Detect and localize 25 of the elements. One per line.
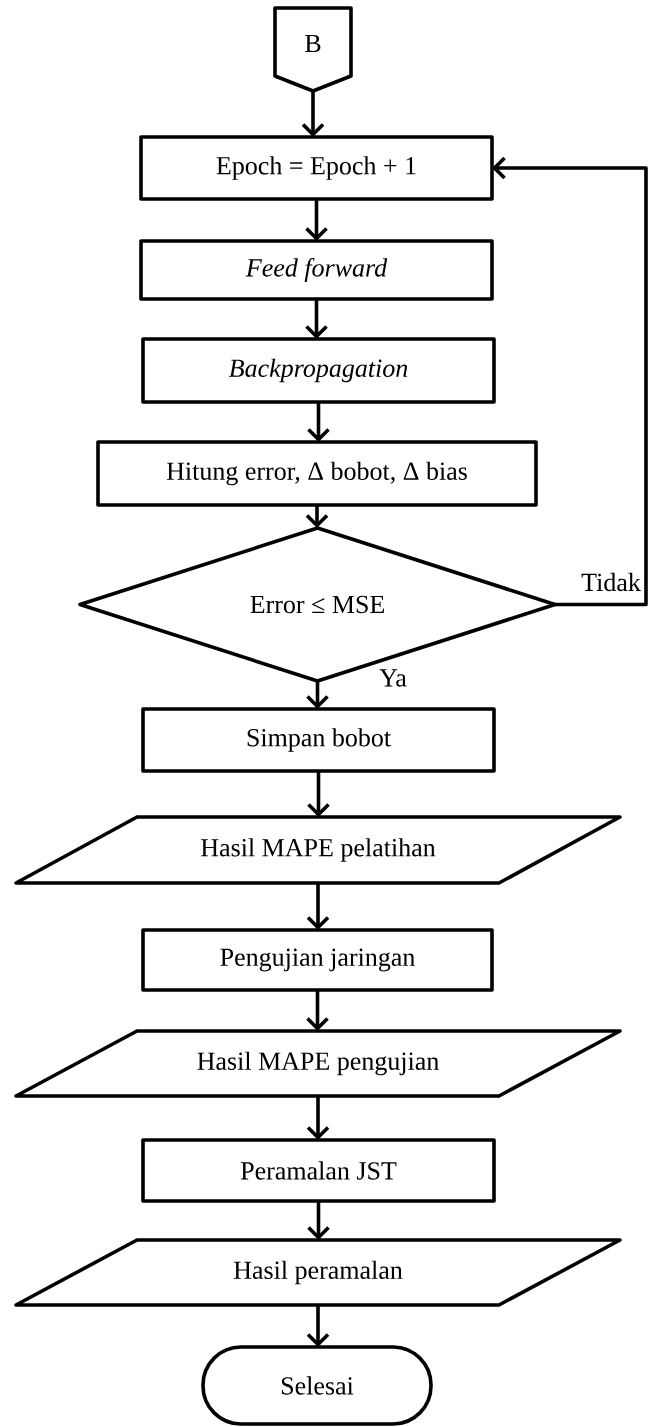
process-box: Backpropagation xyxy=(141,337,496,404)
arrow xyxy=(307,771,330,817)
data-parallelogram: Hasil MAPE pelatihan xyxy=(14,815,622,885)
process-box: Simpan bobot xyxy=(141,707,496,773)
arrow xyxy=(307,1201,330,1240)
arrow xyxy=(306,1305,330,1347)
arrow xyxy=(306,681,329,709)
process-box: Epoch = Epoch + 1 xyxy=(139,135,494,201)
process-box: Pengujian jaringan xyxy=(141,928,494,992)
arrow xyxy=(307,402,330,442)
arrow xyxy=(305,199,328,241)
terminator: Selesai xyxy=(201,1345,433,1426)
arrow xyxy=(492,156,648,607)
process-box: Hitung error, Δ bobot, Δ bias xyxy=(96,440,538,507)
arrow xyxy=(306,990,329,1031)
process-box: Peramalan JST xyxy=(141,1138,496,1203)
edge-label: Tidak xyxy=(580,571,642,593)
arrow xyxy=(306,1096,330,1140)
off-page-connector: B xyxy=(273,6,353,93)
data-parallelogram: Hasil MAPE pengujian xyxy=(14,1029,622,1098)
arrow xyxy=(306,883,330,930)
arrow xyxy=(301,91,325,137)
data-parallelogram: Hasil peramalan xyxy=(14,1238,622,1307)
process-box: Feed forward xyxy=(139,239,494,301)
arrow xyxy=(305,299,328,339)
